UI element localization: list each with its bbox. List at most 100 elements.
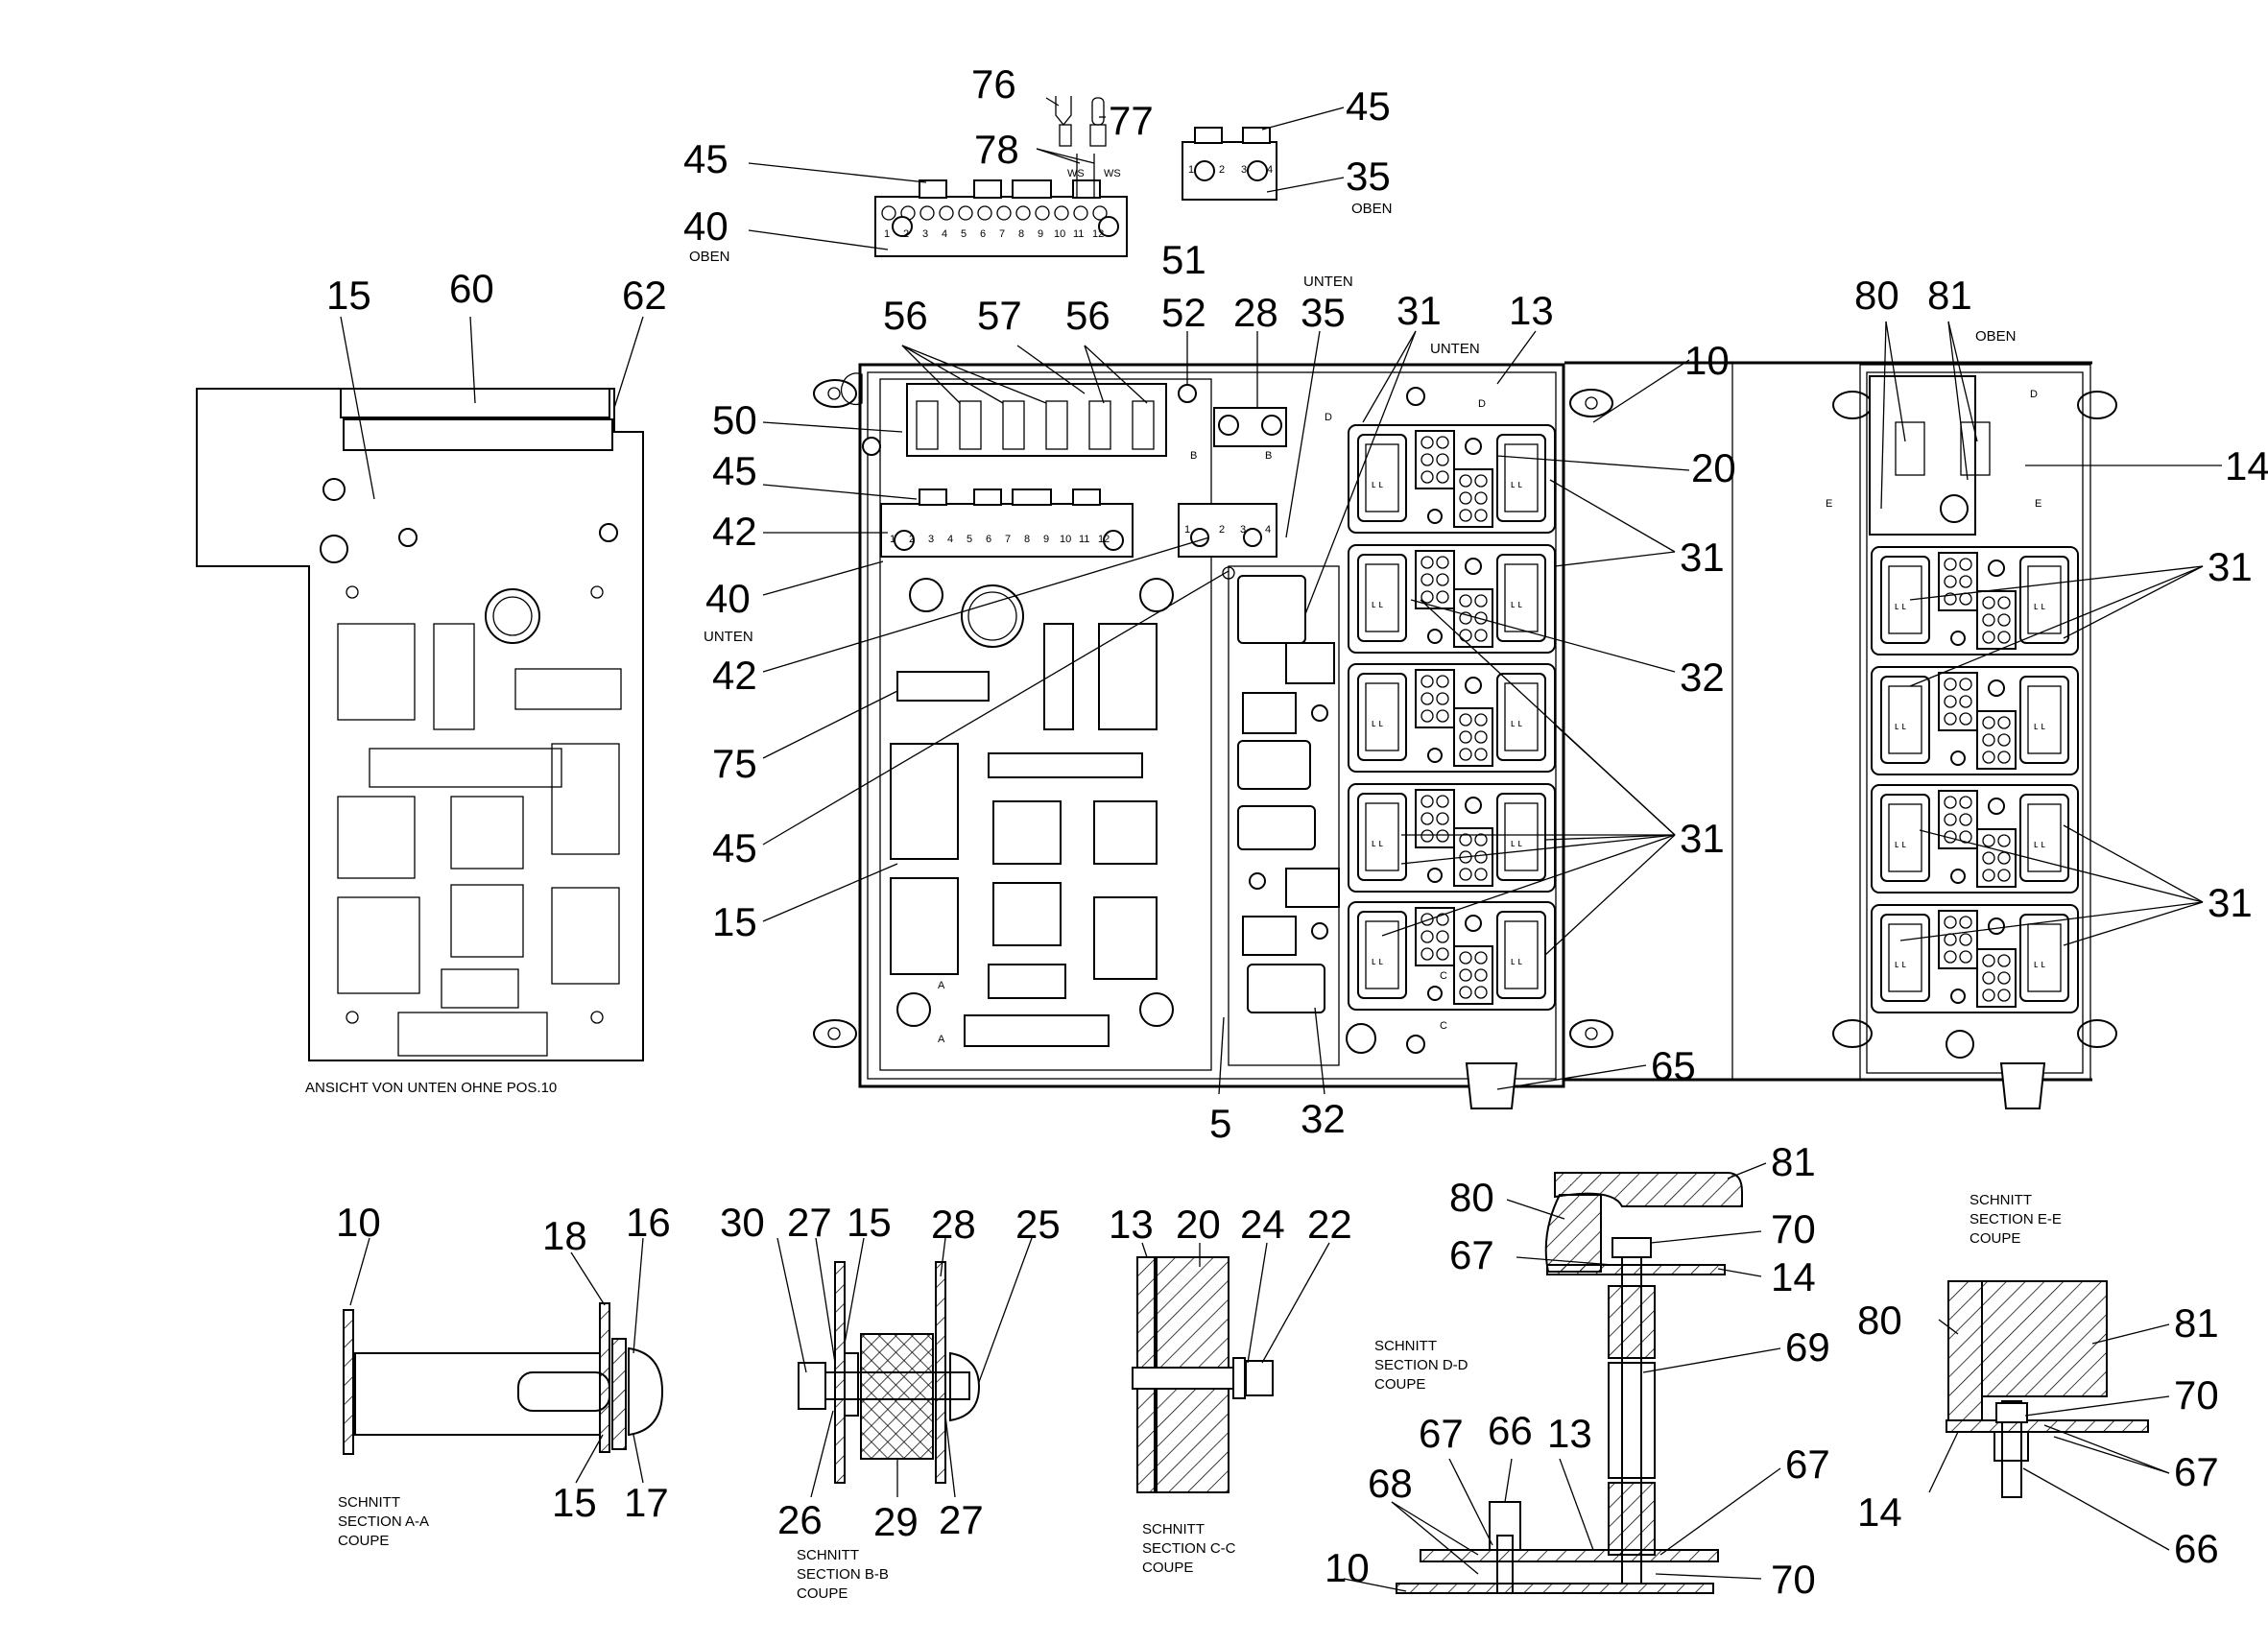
terminal-3: 3 <box>1241 164 1247 176</box>
callout-18: 18 <box>542 1213 587 1258</box>
terminal-2: 2 <box>903 228 909 240</box>
callout-45: 45 <box>683 136 728 181</box>
mark-a: A <box>938 1034 945 1045</box>
mark-e: E <box>1826 498 1832 510</box>
callout-67: 67 <box>1785 1441 1830 1487</box>
leader-lines <box>340 97 2222 1592</box>
callout-31: 31 <box>1680 816 1725 861</box>
mark-e: E <box>2035 498 2041 510</box>
cable-lug-76 <box>1055 96 1072 147</box>
callout-40: 40 <box>705 576 751 621</box>
caption-c-c-3: COUPE <box>1142 1560 1193 1576</box>
note-unten: UNTEN <box>1303 274 1353 290</box>
callout-30: 30 <box>720 1200 765 1245</box>
callout-17: 17 <box>624 1480 669 1525</box>
callout-14: 14 <box>1771 1254 1816 1299</box>
terminal-11: 11 <box>1079 534 1089 545</box>
terminal-9: 9 <box>1043 534 1049 545</box>
terminal-strip-top: WS WS <box>874 154 1128 257</box>
callout-28: 28 <box>931 1202 976 1247</box>
callout-32: 32 <box>1301 1096 1346 1141</box>
callout-5: 5 <box>1209 1101 1231 1146</box>
caption-e-e-2: SECTION E-E <box>1970 1211 2062 1227</box>
callout-28: 28 <box>1233 290 1278 335</box>
callout-67: 67 <box>2174 1449 2219 1494</box>
callout-14: 14 <box>2225 443 2268 488</box>
callout-16: 16 <box>626 1200 671 1245</box>
callout-27: 27 <box>787 1200 832 1245</box>
callout-76: 76 <box>971 61 1016 107</box>
mark-d: D <box>1325 412 1332 423</box>
callout-13: 13 <box>1109 1202 1154 1247</box>
callout-20: 20 <box>1176 1202 1221 1247</box>
callout-13: 13 <box>1547 1411 1592 1456</box>
terminal-block-35-top <box>1182 127 1277 201</box>
callout-15: 15 <box>552 1480 597 1525</box>
terminal-11: 11 <box>1073 228 1084 240</box>
terminal-3: 3 <box>922 228 928 240</box>
callout-22: 22 <box>1307 1202 1352 1247</box>
mark-d: D <box>1478 398 1486 410</box>
callout-69: 69 <box>1785 1324 1830 1370</box>
callout-52: 52 <box>1161 290 1206 335</box>
section-c-c <box>1132 1256 1274 1493</box>
section-e-e <box>1946 1280 2149 1498</box>
callout-10: 10 <box>1684 338 1730 383</box>
terminal-4: 4 <box>942 228 947 240</box>
terminal-7: 7 <box>999 228 1005 240</box>
caption-d-d-2: SECTION D-D <box>1374 1357 1468 1373</box>
callout-66: 66 <box>1488 1408 1533 1453</box>
callout-42: 42 <box>712 509 757 554</box>
callout-67: 67 <box>1449 1232 1494 1277</box>
callout-57: 57 <box>977 293 1022 338</box>
caption-e-e-1: SCHNITT <box>1970 1192 2032 1208</box>
callout-77: 77 <box>1109 98 1154 143</box>
callout-24: 24 <box>1240 1202 1285 1247</box>
terminal-6: 6 <box>980 228 986 240</box>
callout-80: 80 <box>1449 1175 1494 1220</box>
mark-c: C <box>1440 1020 1447 1032</box>
callout-81: 81 <box>1771 1139 1816 1184</box>
caption-d-d-1: SCHNITT <box>1374 1338 1437 1354</box>
mark-b: B <box>1190 450 1197 462</box>
caption-c-c-2: SECTION C-C <box>1142 1540 1236 1557</box>
side-view-panel <box>1564 361 2117 1109</box>
callout-70: 70 <box>1771 1206 1816 1251</box>
section-captions: SCHNITT SECTION A-A COUPE SCHNITT SECTIO… <box>338 1192 2062 1602</box>
terminal-1: 1 <box>1188 164 1194 176</box>
view-caption: ANSICHT VON UNTEN OHNE POS.10 <box>305 1080 557 1096</box>
callout-29: 29 <box>873 1499 919 1544</box>
terminal-8: 8 <box>1024 534 1030 545</box>
callout-31: 31 <box>1680 535 1725 580</box>
terminal-numbers-42: 1 2 3 4 5 6 7 8 9 10 11 12 <box>890 534 1110 545</box>
callout-56: 56 <box>883 293 928 338</box>
terminal-2: 2 <box>909 534 915 545</box>
callout-40: 40 <box>683 203 728 249</box>
callout-75: 75 <box>712 741 757 786</box>
caption-a-a-2: SECTION A-A <box>338 1513 429 1530</box>
callout-81: 81 <box>1927 273 1972 318</box>
callout-67: 67 <box>1419 1411 1464 1456</box>
terminal-10: 10 <box>1054 228 1065 240</box>
callout-15: 15 <box>326 273 371 318</box>
main-enclosure <box>813 363 1613 1109</box>
callout-35: 35 <box>1301 290 1346 335</box>
caption-c-c-1: SCHNITT <box>1142 1521 1205 1537</box>
terminal-7: 7 <box>1005 534 1011 545</box>
callout-25: 25 <box>1015 1202 1061 1247</box>
note-oben: OBEN <box>1351 201 1393 217</box>
terminal-2: 2 <box>1219 164 1225 176</box>
terminal-6: 6 <box>986 534 991 545</box>
callout-27: 27 <box>939 1497 984 1542</box>
terminal-numbers-35-top: 1 2 3 4 <box>1188 164 1273 176</box>
callout-50: 50 <box>712 397 757 442</box>
terminal-numbers-35-unten: 1 2 3 4 <box>1184 524 1271 536</box>
section-a-a <box>343 1302 664 1455</box>
callout-15: 15 <box>712 899 757 944</box>
terminal-3: 3 <box>1240 524 1246 536</box>
callout-35: 35 <box>1346 154 1391 199</box>
callout-81: 81 <box>2174 1300 2219 1346</box>
callout-numbers: 76 77 78 45 40 45 35 15 60 62 56 57 56 5… <box>326 61 2268 1602</box>
callout-66: 66 <box>2174 1526 2219 1571</box>
terminal-4: 4 <box>947 534 953 545</box>
